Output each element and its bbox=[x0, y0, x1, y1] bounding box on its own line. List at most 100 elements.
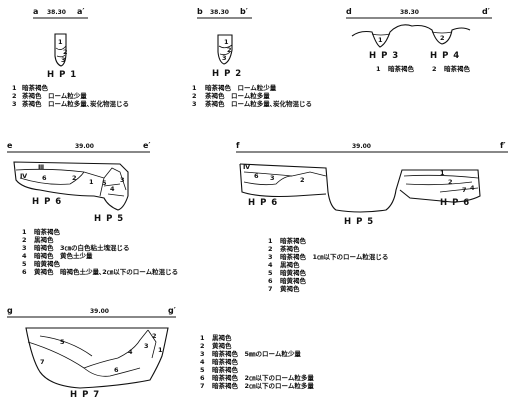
section-label-start: b bbox=[197, 7, 203, 16]
legend-text: 茶褐色 ローム粒多量 bbox=[204, 91, 270, 100]
layer-number: 6 bbox=[254, 172, 259, 180]
legend-number: 5 bbox=[200, 366, 205, 374]
section-label-start: e bbox=[7, 141, 13, 150]
layer-boundary bbox=[15, 168, 85, 173]
layer-boundary bbox=[218, 44, 233, 49]
layer-boundary bbox=[103, 183, 121, 187]
ground-profile bbox=[239, 163, 481, 213]
elevation-label: 38.30 bbox=[400, 9, 419, 16]
layer-number: 2 bbox=[152, 332, 157, 340]
legend-number: 4 bbox=[200, 358, 205, 366]
layer-boundary bbox=[83, 171, 105, 197]
legend-text: 黒褐色 bbox=[212, 333, 232, 342]
section-label-start: d bbox=[346, 7, 352, 16]
legend-number: 2 bbox=[200, 342, 205, 350]
legend-number: 3 bbox=[192, 100, 197, 108]
layer-number: 6 bbox=[42, 174, 47, 182]
legend-text: 暗茶褐色 bbox=[444, 64, 471, 73]
legend-text: 暗茶褐色 1㎝以下のローム粒混じる bbox=[280, 252, 388, 261]
section-label-end: a′ bbox=[77, 7, 85, 16]
legend-text: 暗黄褐色 bbox=[34, 259, 61, 268]
layer-number: 3 bbox=[270, 174, 275, 182]
pit-label: H P 1 bbox=[47, 70, 77, 80]
layer-number: 3 bbox=[61, 56, 66, 64]
layer-number: 3 bbox=[144, 342, 149, 350]
legend-text: 暗茶褐色 bbox=[280, 236, 307, 245]
layer-number: 1 bbox=[89, 178, 94, 186]
layer-boundary bbox=[117, 329, 149, 359]
layer-number: 1 bbox=[58, 38, 63, 46]
legend-text: 茶褐色 ローム粒少量 bbox=[21, 91, 87, 100]
legend-number: 2 bbox=[192, 92, 197, 100]
layer-boundary bbox=[243, 171, 293, 177]
layer-boundary bbox=[83, 367, 141, 377]
layer-number: 6 bbox=[114, 366, 119, 374]
section-g: g 39.00 g′ 5 7 6 4 3 2 1 H P 7 1 黒褐色 2 黄… bbox=[7, 306, 314, 399]
layer-boundary bbox=[405, 181, 473, 186]
layer-number: 2 bbox=[300, 176, 305, 184]
layer-number: 1 bbox=[378, 36, 383, 44]
legend-number: 6 bbox=[268, 277, 273, 285]
layer-number: Ⅳ bbox=[243, 163, 251, 171]
legend-number: 1 bbox=[268, 237, 273, 245]
legend-number: 2 bbox=[268, 245, 273, 253]
legend-text: 暗茶褐色 bbox=[388, 64, 415, 73]
feature-outline bbox=[13, 161, 129, 211]
layer-boundary bbox=[291, 171, 327, 177]
legend-text: 暗茶褐色 bbox=[212, 357, 239, 366]
legend-text: 茶褐色 ローム粒多量､炭化物混じる bbox=[21, 99, 129, 108]
section-d: d 38.30 d′ 1 2 H P 3 H P 4 1 暗茶褐色 2 暗茶褐色 bbox=[346, 7, 492, 73]
legend: 1 暗茶褐色 ローム粒少量 2 茶褐色 ローム粒多量 3 茶褐色 ローム粒多量､… bbox=[192, 83, 312, 108]
pit-label: H P 6 bbox=[32, 197, 62, 207]
section-label-end: b′ bbox=[240, 7, 248, 16]
legend-text: 暗茶褐色 2㎝以下のローム粒多量 bbox=[212, 381, 314, 390]
section-label-end: g′ bbox=[168, 306, 176, 315]
legend-number: 1 bbox=[12, 84, 17, 92]
legend-number: 7 bbox=[200, 382, 205, 390]
legend-number: 1 bbox=[22, 228, 27, 236]
layer-number: 1 bbox=[440, 169, 445, 177]
layer-number: Ⅳ bbox=[20, 172, 28, 180]
layer-number: 2 bbox=[72, 174, 77, 182]
legend-text: 黄褐色 bbox=[212, 341, 232, 350]
layer-number: 3 bbox=[222, 54, 227, 62]
legend-number: 5 bbox=[22, 260, 27, 268]
layer-boundary bbox=[403, 174, 479, 179]
legend-number: 3 bbox=[22, 244, 27, 252]
layer-boundary bbox=[19, 171, 85, 185]
legend-text: 暗茶褐色 ローム粒少量 bbox=[205, 83, 277, 92]
layer-boundary bbox=[39, 335, 93, 357]
pit-label: H P 6 bbox=[440, 198, 470, 208]
legend-number: 2 bbox=[12, 92, 17, 100]
legend-number: 1 bbox=[200, 334, 205, 342]
layer-number: 2 bbox=[440, 34, 445, 42]
legend-number: 3 bbox=[268, 253, 273, 261]
legend-text: 暗茶褐色 bbox=[34, 227, 61, 236]
layer-boundary bbox=[243, 175, 293, 186]
layer-boundary bbox=[107, 193, 125, 197]
pit-label: H P 7 bbox=[70, 390, 100, 399]
legend-text: 暗茶褐色 bbox=[212, 365, 239, 374]
section-label-end: f′ bbox=[500, 141, 506, 150]
elevation-label: 39.00 bbox=[90, 308, 109, 315]
layer-number: 4 bbox=[128, 348, 133, 356]
legend-text: 暗茶褐色 2㎝以下のローム粒多量 bbox=[212, 373, 314, 382]
legend-text: 茶褐色 ローム粒多量､炭化物混じる bbox=[204, 99, 312, 108]
layer-number: 3 bbox=[120, 176, 125, 184]
section-f: f 39.00 f′ Ⅳ 6 3 2 1 2 7 4 H P 6 H P 5 H… bbox=[236, 141, 508, 293]
section-label-end: d′ bbox=[482, 7, 490, 16]
section-label-start: a bbox=[33, 7, 38, 16]
layer-number: 1 bbox=[224, 38, 229, 46]
legend: 1 暗茶褐色 2 暗茶褐色 bbox=[376, 64, 471, 73]
layer-boundary bbox=[439, 187, 479, 193]
section-label-end: e′ bbox=[143, 141, 151, 150]
pit-outline bbox=[54, 33, 67, 67]
layer-boundary bbox=[219, 51, 231, 56]
layer-number: 5 bbox=[60, 338, 65, 346]
layer-number: 7 bbox=[40, 358, 45, 366]
elevation-label: 38.30 bbox=[210, 9, 229, 16]
pit-label: H P 3 bbox=[369, 51, 399, 61]
legend-number: 5 bbox=[268, 269, 273, 277]
layer-number: 4 bbox=[110, 185, 115, 193]
